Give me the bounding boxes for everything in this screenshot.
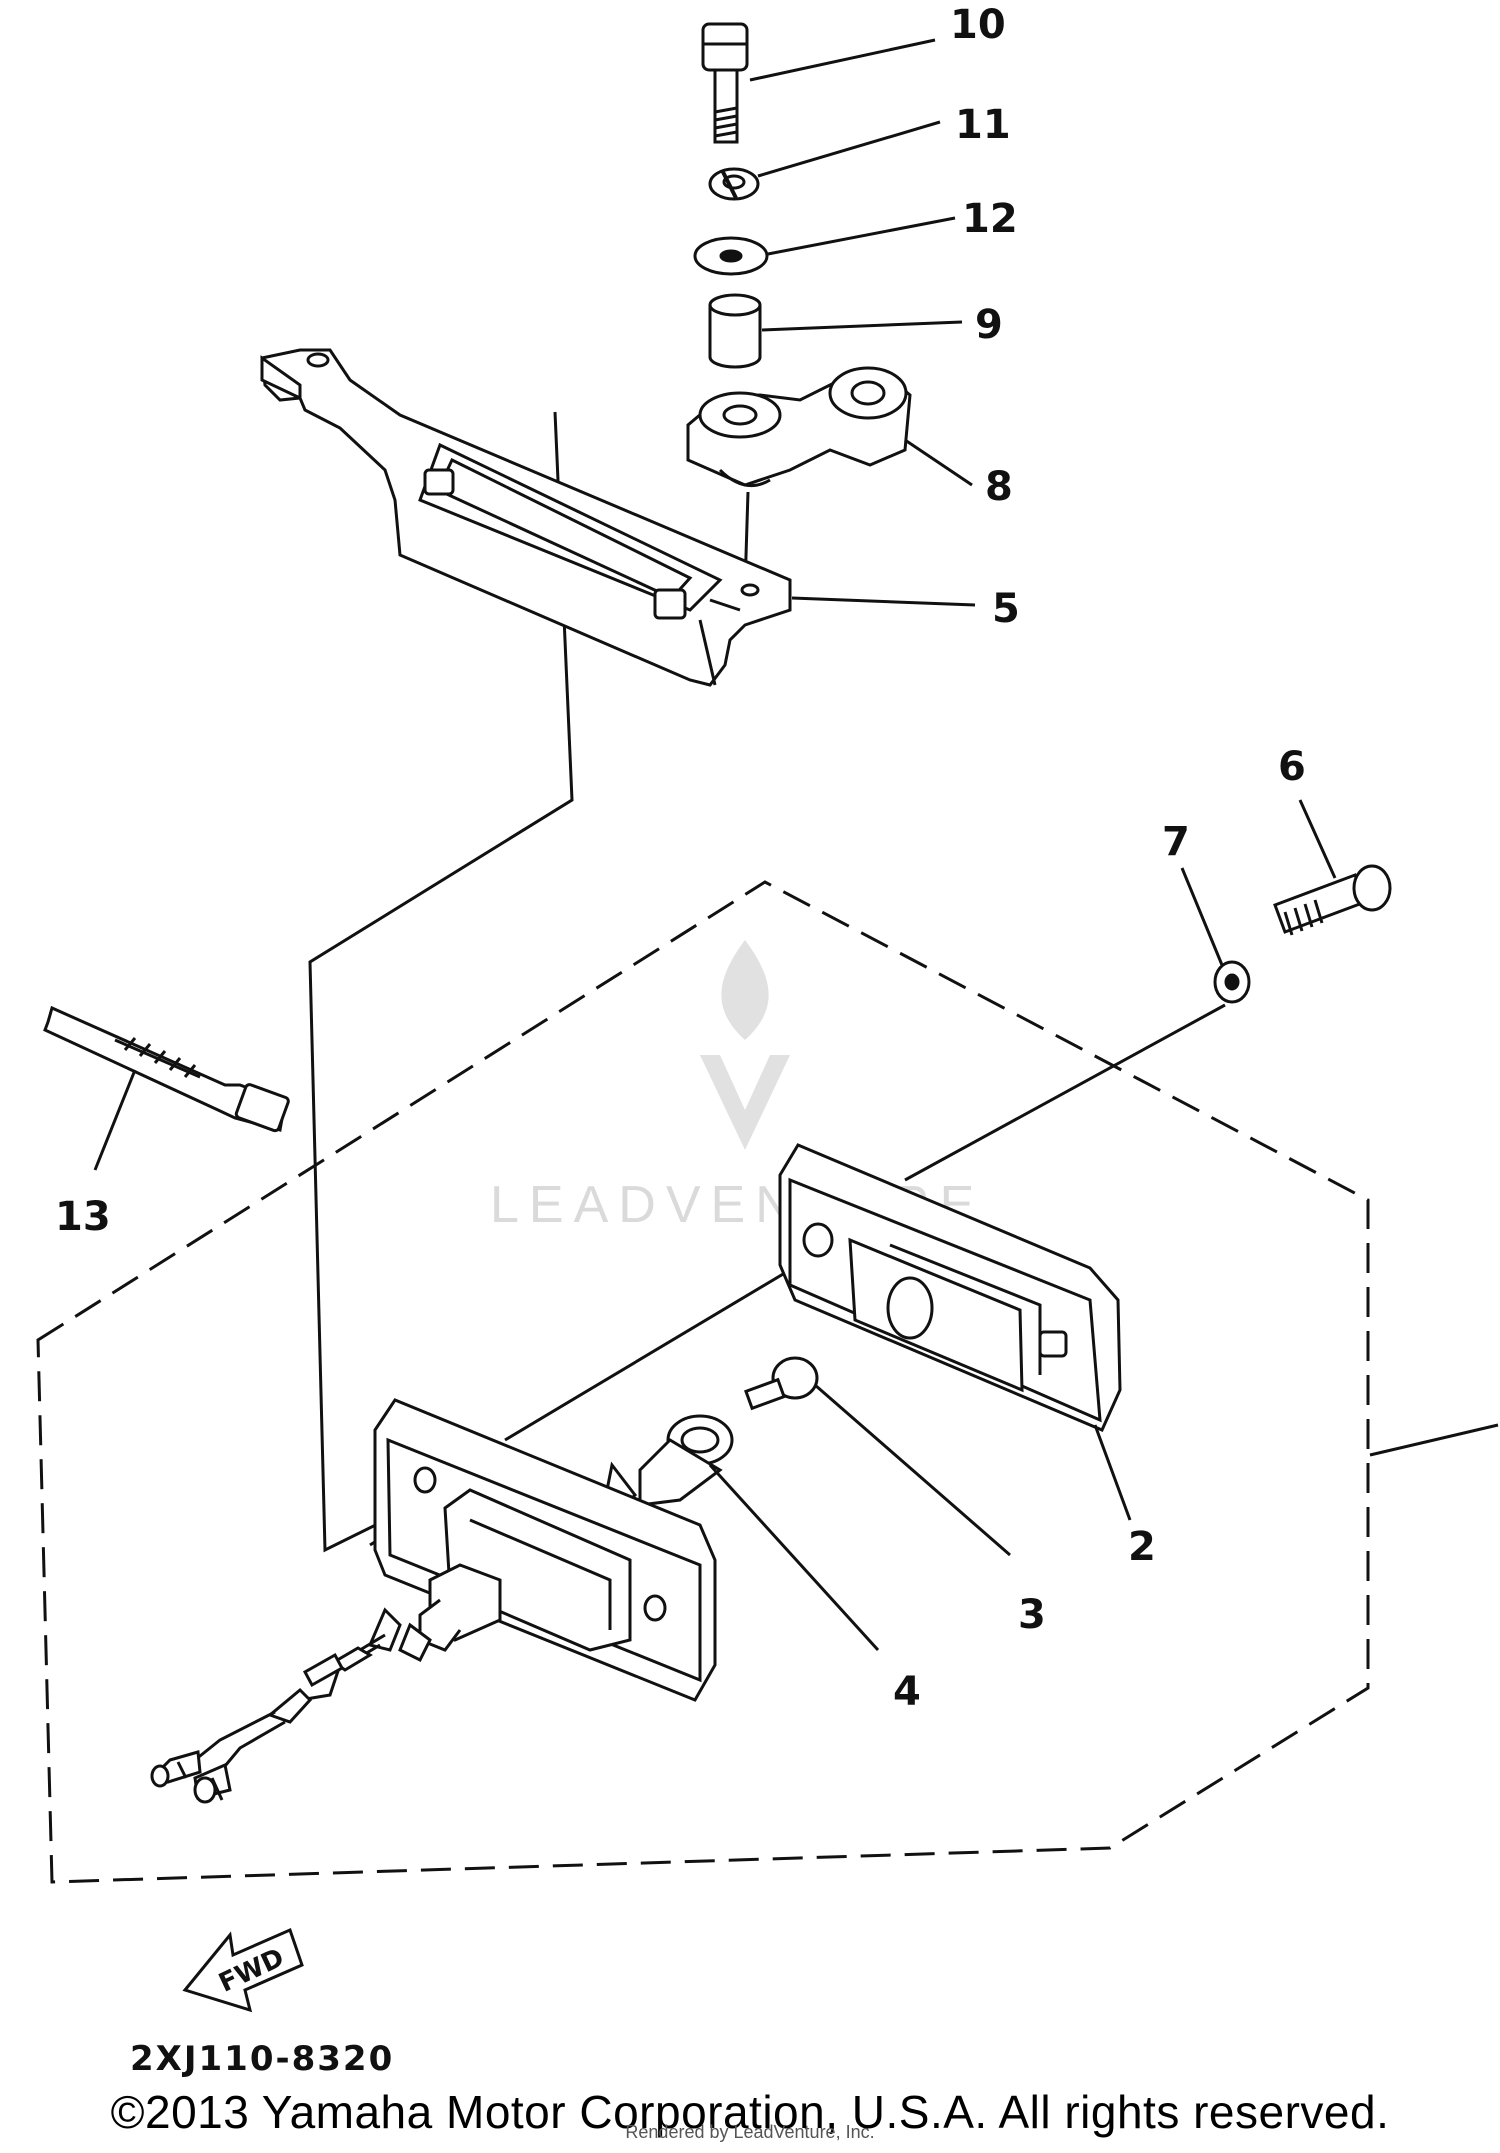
leader-11 <box>757 120 941 178</box>
cable-tie-13 <box>43 1005 290 1133</box>
arm-8 <box>686 366 912 488</box>
callout-10: 10 <box>950 2 1006 48</box>
bracket-5 <box>260 348 792 687</box>
leader-7 <box>1180 867 1224 966</box>
copyright-notice: ©2013 Yamaha Motor Corporation, U.S.A. A… <box>110 2086 1390 2138</box>
bulb-3 <box>744 1356 819 1411</box>
callout-2: 2 <box>1128 1524 1156 1570</box>
callout-4: 4 <box>893 1669 921 1715</box>
light-base-housing <box>373 1398 717 1702</box>
drawing-code: 2XJ110-8320 <box>130 2039 394 2079</box>
alignment-line-lower <box>504 1253 816 1442</box>
wire-harness <box>150 1607 402 1804</box>
alignment-line-upper <box>904 1003 1226 1182</box>
lens-2 <box>778 1143 1122 1432</box>
callout-6: 6 <box>1278 744 1306 790</box>
callout-3: 3 <box>1018 1592 1046 1638</box>
flat-washer-12 <box>693 236 769 276</box>
leader-9 <box>761 320 963 332</box>
callout-11: 11 <box>955 102 1011 148</box>
leader-4 <box>708 1463 880 1652</box>
leader-13 <box>93 1069 137 1171</box>
callout-12: 12 <box>962 196 1018 242</box>
callout-9: 9 <box>975 302 1003 348</box>
leader-8 <box>904 438 973 487</box>
leader-3 <box>814 1383 1011 1557</box>
collar-9 <box>708 293 762 369</box>
leader-10 <box>749 38 936 82</box>
assembly-leader-line <box>1369 1423 1499 1457</box>
bolt-10 <box>701 22 749 144</box>
rendered-by-notice: Rendered by LeadVenture, Inc. <box>625 2122 875 2142</box>
callout-numbers: 10 11 12 9 8 5 6 7 13 2 3 4 <box>55 2 1306 1715</box>
fwd-arrow-icon: FWD <box>182 1927 304 2013</box>
leader-5 <box>791 596 976 607</box>
socket-4 <box>603 1414 734 1507</box>
callout-8: 8 <box>985 464 1013 510</box>
callout-7: 7 <box>1162 819 1190 865</box>
leader-6 <box>1298 799 1337 879</box>
washer-7 <box>1213 960 1251 1004</box>
bracket-guide-line <box>308 411 574 1553</box>
watermark: LEADVENTURE <box>490 940 974 1234</box>
lock-washer-11 <box>708 167 760 201</box>
leader-2 <box>1093 1424 1132 1521</box>
callout-5: 5 <box>992 586 1020 632</box>
leader-12 <box>767 216 956 256</box>
screw-6 <box>1273 864 1392 936</box>
callout-leaders <box>93 38 1337 1652</box>
callout-13: 13 <box>55 1194 111 1240</box>
watermark-logo-icon <box>700 940 790 1150</box>
assembly-outline <box>36 880 1370 1884</box>
